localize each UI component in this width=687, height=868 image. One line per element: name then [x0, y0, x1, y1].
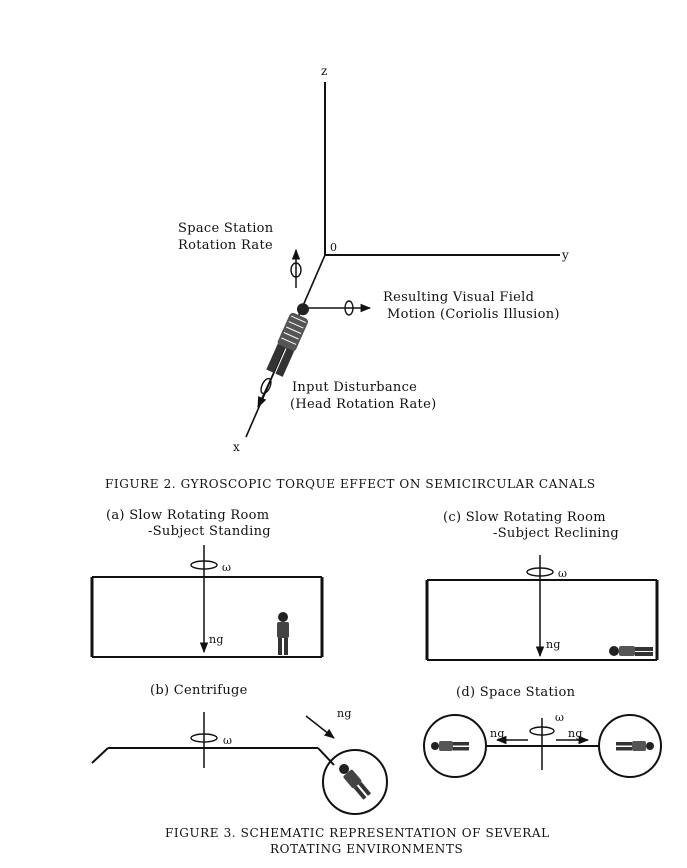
reclining-subject — [609, 646, 653, 656]
panel-d-title: (d) Space Station — [456, 685, 576, 700]
ng-label-d-right: ng — [568, 727, 583, 740]
input-disturbance-label-line2: (Head Rotation Rate) — [290, 397, 437, 412]
room-a — [90, 545, 324, 658]
station-rate-label-line2: Rotation Rate — [178, 238, 273, 253]
room-c — [425, 555, 659, 661]
panel-a-title-line2: -Subject Standing — [148, 524, 271, 539]
x-axis-label: x — [233, 440, 241, 454]
ng-label-b: ng — [337, 707, 352, 720]
panel-a-title-line1: (a) Slow Rotating Room — [106, 508, 270, 523]
omega-label-c: ω — [558, 567, 568, 580]
ng-label-c: ng — [546, 638, 561, 651]
panel-c-title-line1: (c) Slow Rotating Room — [443, 510, 606, 525]
station-subject-right — [616, 741, 654, 751]
centrifuge — [91, 712, 388, 815]
omega-label-b: ω — [223, 734, 233, 747]
figure-3-caption-line1: FIGURE 3. SCHEMATIC REPRESENTATION OF SE… — [165, 826, 550, 840]
station-rotation-arrow — [290, 248, 302, 288]
ng-label-a: ng — [209, 633, 224, 646]
standing-subject — [277, 612, 289, 655]
omega-label-d: ω — [555, 711, 565, 724]
origin-label: 0 — [330, 241, 338, 254]
panel-c-title-line2: -Subject Reclining — [493, 526, 620, 541]
y-axis-label: y — [562, 248, 570, 262]
omega-label-a: ω — [222, 561, 232, 574]
ng-label-d-left: ng — [490, 727, 505, 740]
z-axis-label: z — [321, 64, 328, 78]
input-disturbance-arrow — [257, 369, 276, 409]
station-rate-label-line1: Space Station — [178, 221, 274, 236]
visual-field-arrow — [305, 300, 372, 316]
space-station — [423, 714, 662, 778]
figure-2-caption: FIGURE 2. GYROSCOPIC TORQUE EFFECT ON SE… — [105, 477, 596, 491]
visual-field-label-line1: Resulting Visual Field — [383, 290, 535, 305]
figure-3-caption-line2: ROTATING ENVIRONMENTS — [270, 842, 464, 856]
centrifuge-subject — [339, 763, 372, 800]
visual-field-label-line2: Motion (Coriolis Illusion) — [387, 307, 560, 322]
station-subject-left — [431, 741, 469, 751]
subject-figure — [266, 303, 309, 377]
input-disturbance-label-line1: Input Disturbance — [292, 380, 418, 395]
panel-b-title: (b) Centrifuge — [150, 683, 248, 698]
